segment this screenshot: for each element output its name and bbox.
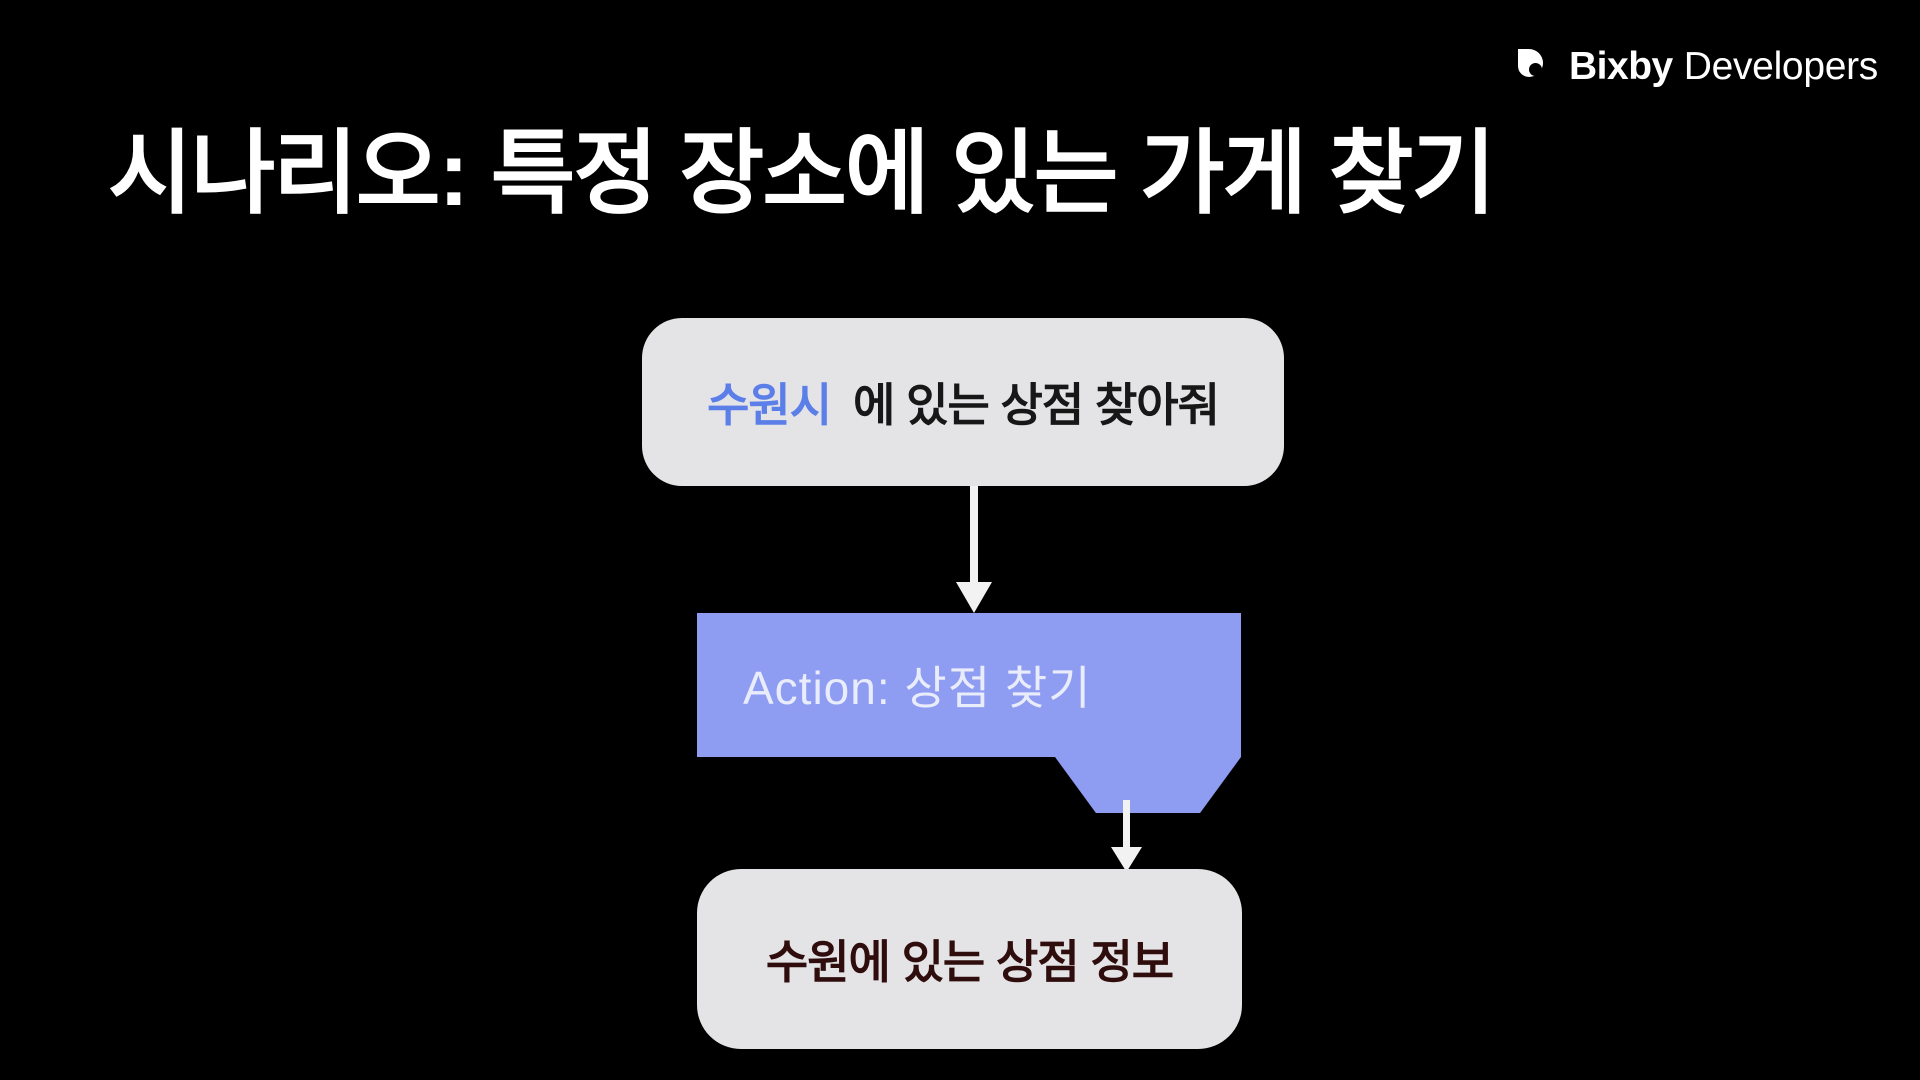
utterance-rest-text: 에 있는 상점 찾아줘	[853, 379, 1220, 431]
arrow-down-icon-action-to-result	[1103, 800, 1151, 872]
brand-sub: Developers	[1683, 44, 1879, 88]
action-node: Action: 상점 찾기	[697, 613, 1241, 813]
slot-value-highlight: 수원시	[707, 379, 832, 431]
result-bubble: 수원에 있는 상점 정보	[697, 869, 1242, 1049]
brand-lockup: Bixby Developers	[1515, 42, 1878, 90]
utterance-line: 수원시 에 있는 상점 찾아줘	[707, 369, 1220, 435]
utterance-bubble: 수원시 에 있는 상점 찾아줘	[642, 318, 1284, 486]
result-text: 수원에 있는 상점 정보	[765, 936, 1174, 988]
brand-wordmark: Bixby Developers	[1569, 47, 1878, 86]
bixby-logo-icon	[1515, 46, 1555, 86]
arrow-down-icon-utterance-to-action	[944, 486, 1004, 613]
page-title: 시나리오: 특정 장소에 있는 가게 찾기	[108, 123, 1496, 225]
action-node-body: Action: 상점 찾기	[697, 613, 1241, 757]
action-label: Action: 상점 찾기	[743, 662, 1092, 714]
brand-name: Bixby	[1569, 44, 1673, 88]
